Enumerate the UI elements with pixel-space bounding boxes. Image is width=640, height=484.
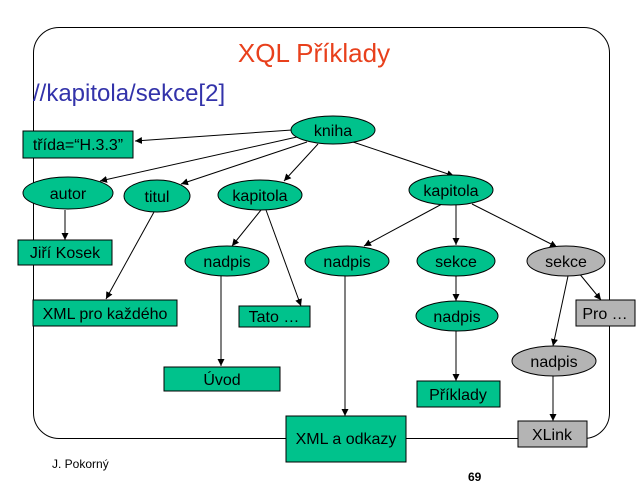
node-label-uvod: Úvod (203, 370, 240, 389)
node-label-autor: autor (50, 186, 87, 203)
node-label-nadpis-2: nadpis (323, 254, 370, 271)
edge-kapitola1-nadpis1 (231, 209, 262, 247)
node-nadpis-1: nadpis (184, 245, 270, 277)
edges (61, 129, 602, 421)
node-label-kniha: kniha (314, 123, 352, 140)
edge-sekce2-pro (577, 271, 602, 301)
node-kapitola-2: kapitola (408, 174, 494, 206)
node-sekce-1: sekce (416, 245, 496, 277)
xpath-expression: //kapitola/sekce[2] (33, 80, 226, 107)
node-label-trida: třída=“H.3.3” (33, 137, 123, 154)
node-label-titul: titul (145, 189, 170, 206)
edge-kniha-kapitola1 (283, 143, 319, 182)
node-nadpis-2: nadpis (304, 245, 390, 277)
node-label-sekce-2: sekce (545, 254, 587, 271)
node-label-sekce-1: sekce (435, 254, 477, 271)
node-label-kapitola-1: kapitola (232, 188, 287, 205)
node-nadpis-3: nadpis (415, 300, 499, 332)
node-uvod: Úvod (163, 366, 281, 392)
edge-kapitola2-nadpis2 (363, 203, 443, 247)
edge-titul-xmlprokazdeho (105, 211, 155, 300)
author-footer: J. Pokorný (52, 457, 109, 471)
node-label-nadpis-1: nadpis (203, 254, 250, 271)
edge-kniha-kapitola2 (349, 140, 455, 178)
node-label-jiri-kosek: Jiří Kosek (30, 245, 101, 262)
node-kapitola-1: kapitola (217, 179, 303, 211)
node-titul: titul (123, 179, 191, 213)
node-label-xml-pro-kazdeho: XML pro každého (43, 306, 168, 323)
node-jiri-kosek: Jiří Kosek (17, 239, 113, 266)
edge-kapitola1-tato (265, 209, 302, 307)
edge-sekce2-nadpis4 (551, 275, 569, 347)
node-label-xml-a-odkazy: XML a odkazy (296, 431, 397, 448)
node-label-pro: Pro … (582, 306, 627, 323)
node-autor: autor (22, 176, 114, 210)
node-label-xlink: XLink (532, 427, 573, 444)
node-priklady: Příklady (416, 380, 501, 408)
page-number: 69 (468, 470, 482, 484)
node-sekce-2: sekce (526, 245, 606, 277)
node-nadpis-4: nadpis (511, 345, 597, 377)
node-trida: třída=“H.3.3” (22, 130, 134, 159)
node-label-priklady: Příklady (429, 387, 487, 404)
node-label-kapitola-2: kapitola (423, 183, 478, 200)
edge-kniha-titul (180, 141, 308, 186)
slide-title: XQL Příklady (237, 38, 391, 68)
node-xml-a-odkazy: XML a odkazy (285, 415, 407, 463)
edge-kniha-autor (99, 136, 298, 183)
edge-kniha-trida (134, 129, 293, 145)
node-xlink: XLink (517, 420, 588, 448)
node-label-nadpis-4: nadpis (530, 354, 577, 371)
node-label-tato: Tato … (249, 309, 300, 326)
node-xml-pro-kazdeho: XML pro každého (32, 299, 178, 327)
edge-kapitola2-sekce2 (471, 203, 558, 248)
node-tato: Tato … (238, 305, 311, 328)
node-label-nadpis-3: nadpis (433, 309, 480, 326)
node-pro: Pro … (575, 299, 636, 327)
node-kniha: kniha (290, 115, 376, 145)
